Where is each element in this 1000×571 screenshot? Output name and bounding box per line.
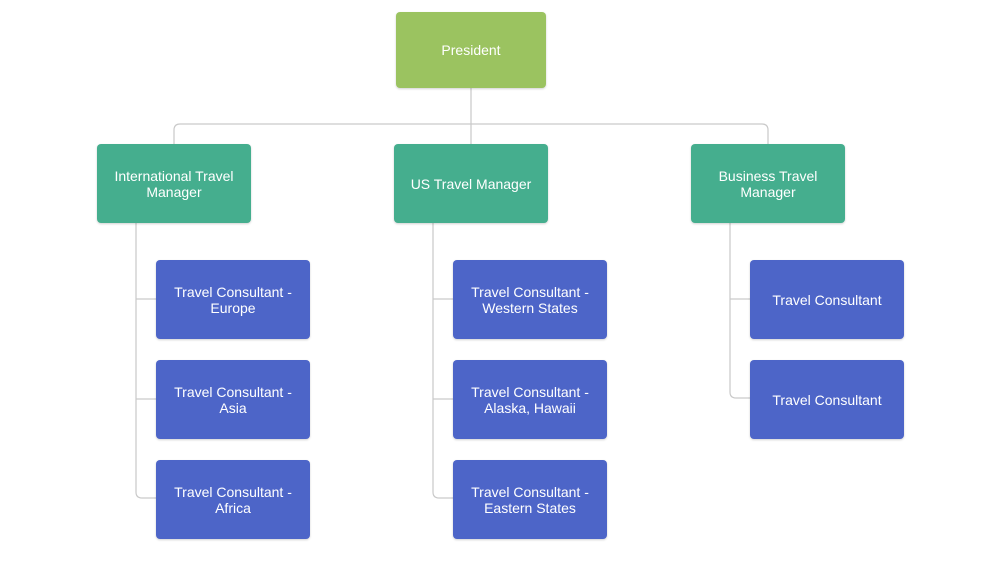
consultant-label: Travel Consultant - Alaska, Hawaii [471,383,589,416]
consultant-asia-node[interactable]: Travel Consultant - Asia [156,360,310,439]
connector-business-trunk [729,223,750,399]
consultant-label: Travel Consultant - Western States [471,283,589,316]
consultant-label: Travel Consultant - Europe [174,283,292,316]
consultant-label: Travel Consultant [772,391,882,408]
manager-label: US Travel Manager [410,175,532,192]
connector-international-trunk [135,223,156,499]
consultant-label: Travel Consultant [772,291,882,308]
business-travel-manager-node[interactable]: Business Travel Manager [691,144,845,223]
president-label: President [441,42,501,58]
connector-us-trunk [432,223,453,499]
consultant-label: Travel Consultant - Africa [174,483,292,516]
president-node[interactable]: President [396,12,546,88]
consultant-eastern-states-node[interactable]: Travel Consultant - Eastern States [453,460,607,539]
manager-label: Business Travel Manager [718,167,818,200]
consultant-alaska-hawaii-node[interactable]: Travel Consultant - Alaska, Hawaii [453,360,607,439]
us-travel-manager-node[interactable]: US Travel Manager [394,144,548,223]
consultant-label: Travel Consultant - Eastern States [471,483,589,516]
consultant-label: Travel Consultant - Asia [174,383,292,416]
consultant-europe-node[interactable]: Travel Consultant - Europe [156,260,310,339]
consultant-business-2-node[interactable]: Travel Consultant [750,360,904,439]
manager-label: International Travel Manager [114,167,234,200]
consultant-western-states-node[interactable]: Travel Consultant - Western States [453,260,607,339]
consultant-africa-node[interactable]: Travel Consultant - Africa [156,460,310,539]
international-travel-manager-node[interactable]: International Travel Manager [97,144,251,223]
consultant-business-1-node[interactable]: Travel Consultant [750,260,904,339]
